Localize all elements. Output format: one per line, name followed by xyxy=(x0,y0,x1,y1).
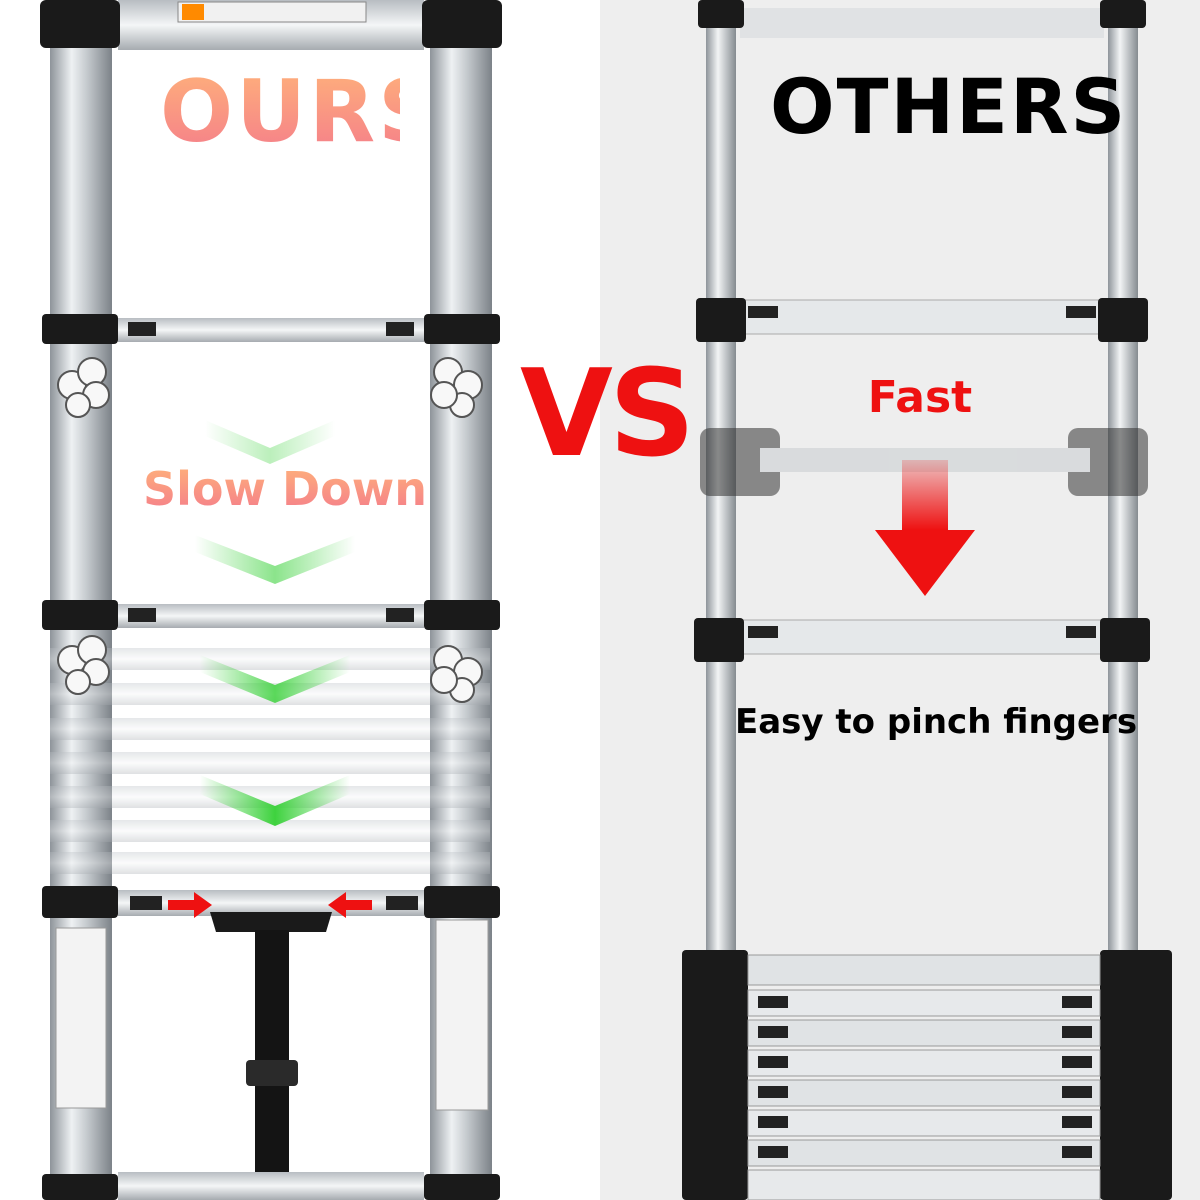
ours-ladder-illustration xyxy=(40,0,502,1200)
air-puff-icon xyxy=(57,635,110,695)
arrow-down-icon xyxy=(902,460,948,530)
instruction-sticker xyxy=(435,919,489,1111)
air-puff-icon xyxy=(57,357,110,418)
warning-sticker xyxy=(177,1,367,23)
chevron-down-icon xyxy=(200,655,350,703)
chevron-down-icon xyxy=(195,535,355,584)
carry-handle xyxy=(210,912,332,932)
air-puff-icon xyxy=(430,357,483,418)
others-title: OTHERS xyxy=(770,62,1128,151)
fast-label: Fast xyxy=(867,372,973,423)
rung xyxy=(118,318,424,342)
arrow-left-icon xyxy=(328,892,372,918)
chevron-down-icon xyxy=(205,420,335,464)
pinch-warning-label: Easy to pinch fingers xyxy=(735,702,1138,742)
strap-buckle xyxy=(246,1060,298,1086)
ghost-rungs xyxy=(50,648,490,874)
vs-label: VS xyxy=(520,345,695,484)
ours-title: OURS xyxy=(160,62,444,162)
slow-down-label: Slow Down xyxy=(140,462,430,516)
rung xyxy=(739,299,1105,335)
blurred-rung xyxy=(700,428,1148,496)
chevron-down-icon xyxy=(200,775,350,826)
strap xyxy=(255,930,289,1180)
rung xyxy=(739,619,1105,655)
air-puff-icon xyxy=(430,645,483,703)
arrow-right-icon xyxy=(168,892,212,918)
collapsed-rung-stack xyxy=(682,950,1172,1200)
rung xyxy=(118,604,424,628)
instruction-sticker xyxy=(55,927,107,1109)
arrow-down-icon xyxy=(875,530,975,596)
